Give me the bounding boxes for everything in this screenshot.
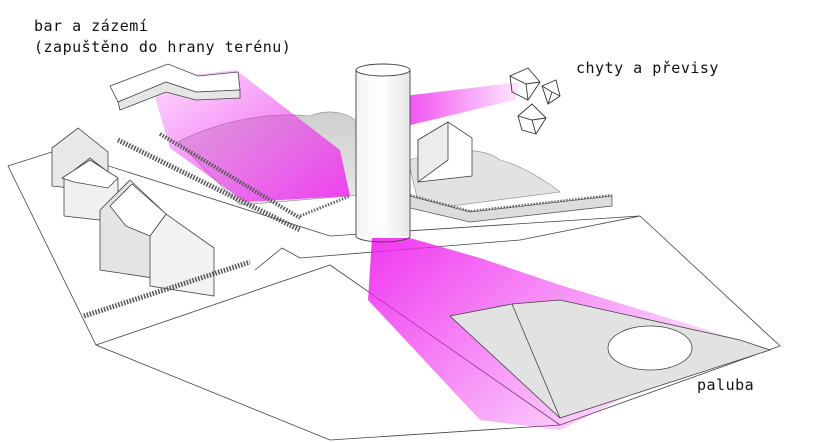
bar-label: bar a zázemí bbox=[34, 17, 149, 35]
fences bbox=[83, 132, 613, 319]
deck-label: paluba bbox=[697, 376, 755, 394]
bar-highlight-beam bbox=[150, 70, 350, 202]
deck-model bbox=[449, 299, 772, 419]
small-house bbox=[417, 121, 473, 183]
climbing-tower bbox=[355, 63, 411, 243]
bar-roof-model bbox=[109, 63, 241, 111]
bar-sublabel: (zapuštěno do hrany terénu) bbox=[34, 38, 292, 56]
climbing-holds bbox=[509, 67, 561, 135]
holds-label: chyty a převisy bbox=[576, 59, 719, 77]
holds-highlight-beam bbox=[388, 82, 520, 128]
row-houses bbox=[51, 127, 215, 297]
